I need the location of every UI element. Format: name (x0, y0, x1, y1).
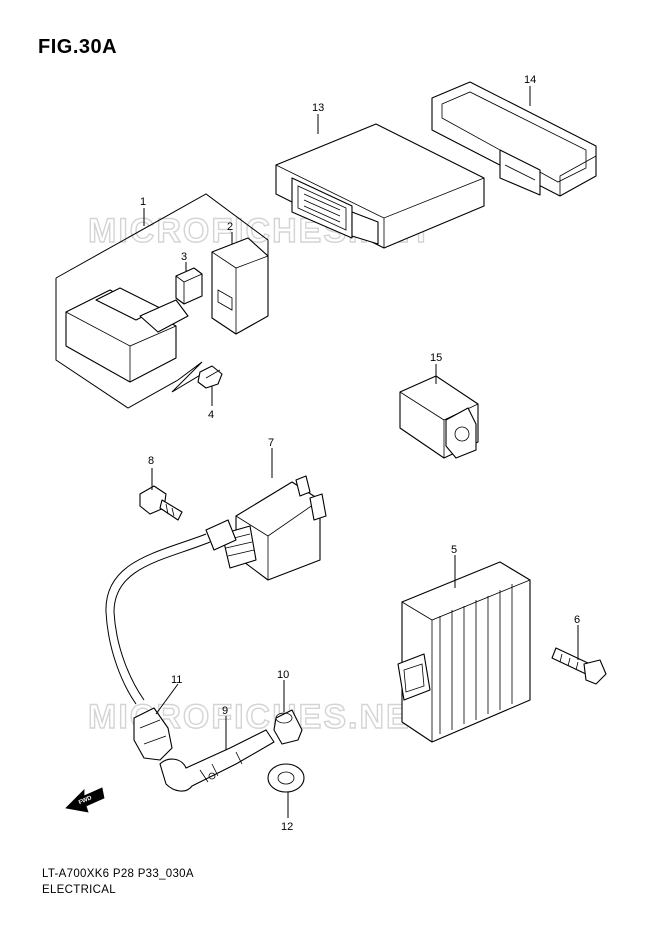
part-12-washer[interactable] (267, 763, 305, 793)
part-5-regulator[interactable] (397, 561, 531, 743)
model-code: LT-A700XK6 P28 P33_030A (42, 868, 194, 880)
figure-title: FIG.30A (38, 36, 118, 58)
fwd-arrow-icon: FWD (65, 787, 105, 813)
callout-4[interactable]: 4 (208, 409, 214, 421)
part-3-fuse[interactable] (175, 267, 203, 305)
section-name: ELECTRICAL (42, 884, 116, 896)
part-7-ignition-coil[interactable] (205, 475, 327, 581)
callout-9[interactable]: 9 (222, 705, 228, 717)
part-8-bolt[interactable] (139, 485, 183, 521)
part-11-boot[interactable] (133, 707, 173, 761)
part-4-bolt[interactable] (197, 365, 223, 389)
callout-7[interactable]: 7 (268, 437, 274, 449)
part-15-relay[interactable] (399, 375, 479, 459)
callout-13[interactable]: 13 (312, 102, 324, 114)
callout-10[interactable]: 10 (277, 669, 289, 681)
callout-15[interactable]: 15 (430, 352, 442, 364)
part-13-ecm[interactable] (275, 123, 485, 249)
part-2-relay-holder[interactable] (211, 237, 269, 335)
part-6-bolt[interactable] (551, 647, 607, 685)
callout-labels: 1 2 3 4 5 6 7 8 9 10 11 12 13 14 15 (140, 74, 580, 833)
part-1-relay[interactable] (65, 287, 189, 383)
ignition-lead-cable (105, 533, 211, 705)
callout-8[interactable]: 8 (148, 455, 154, 467)
fwd-label: FWD (78, 795, 94, 806)
callout-14[interactable]: 14 (524, 74, 536, 86)
part-9-plug-cap[interactable] (159, 729, 275, 792)
callout-3[interactable]: 3 (181, 251, 187, 263)
part-14-ecm-cover[interactable] (431, 81, 597, 197)
leader-lines (143, 86, 579, 818)
callout-6[interactable]: 6 (574, 614, 580, 626)
callout-5[interactable]: 5 (451, 544, 457, 556)
part-10-sleeve[interactable] (273, 709, 303, 745)
callout-1[interactable]: 1 (140, 196, 146, 208)
callout-2[interactable]: 2 (227, 221, 233, 233)
callout-11[interactable]: 11 (171, 674, 182, 686)
callout-12[interactable]: 12 (281, 821, 293, 833)
